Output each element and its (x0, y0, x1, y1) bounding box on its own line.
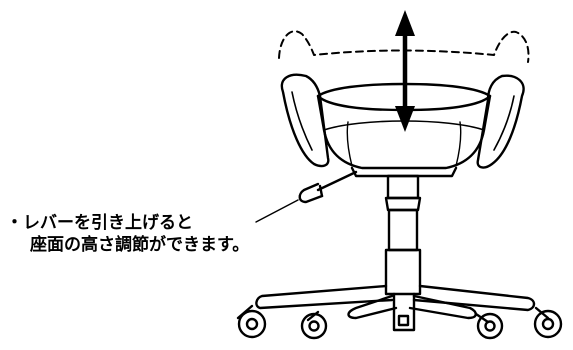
gas-cylinder (384, 174, 422, 296)
caption-line-1: ・レバーを引き上げると (6, 213, 193, 233)
seat-shell (316, 94, 492, 170)
caption-line-2: 座面の高さ調節ができます。 (30, 235, 250, 255)
caster-right (474, 312, 504, 340)
seat-left-arm (280, 73, 330, 168)
height-adjust-caption: ・レバーを引き上げると 座面の高さ調節ができます。 (6, 212, 249, 256)
height-adjust-lever (298, 170, 358, 204)
raised-seat-outline (278, 30, 530, 63)
caster-left (300, 310, 328, 340)
chair-base (255, 284, 536, 332)
seat-right-arm (476, 74, 525, 169)
double-headed-vertical-arrow-icon (395, 10, 415, 132)
leader-line (255, 199, 299, 223)
caster-wheels (236, 304, 563, 340)
caster-far-right (533, 306, 563, 339)
caster-far-left (236, 304, 267, 339)
